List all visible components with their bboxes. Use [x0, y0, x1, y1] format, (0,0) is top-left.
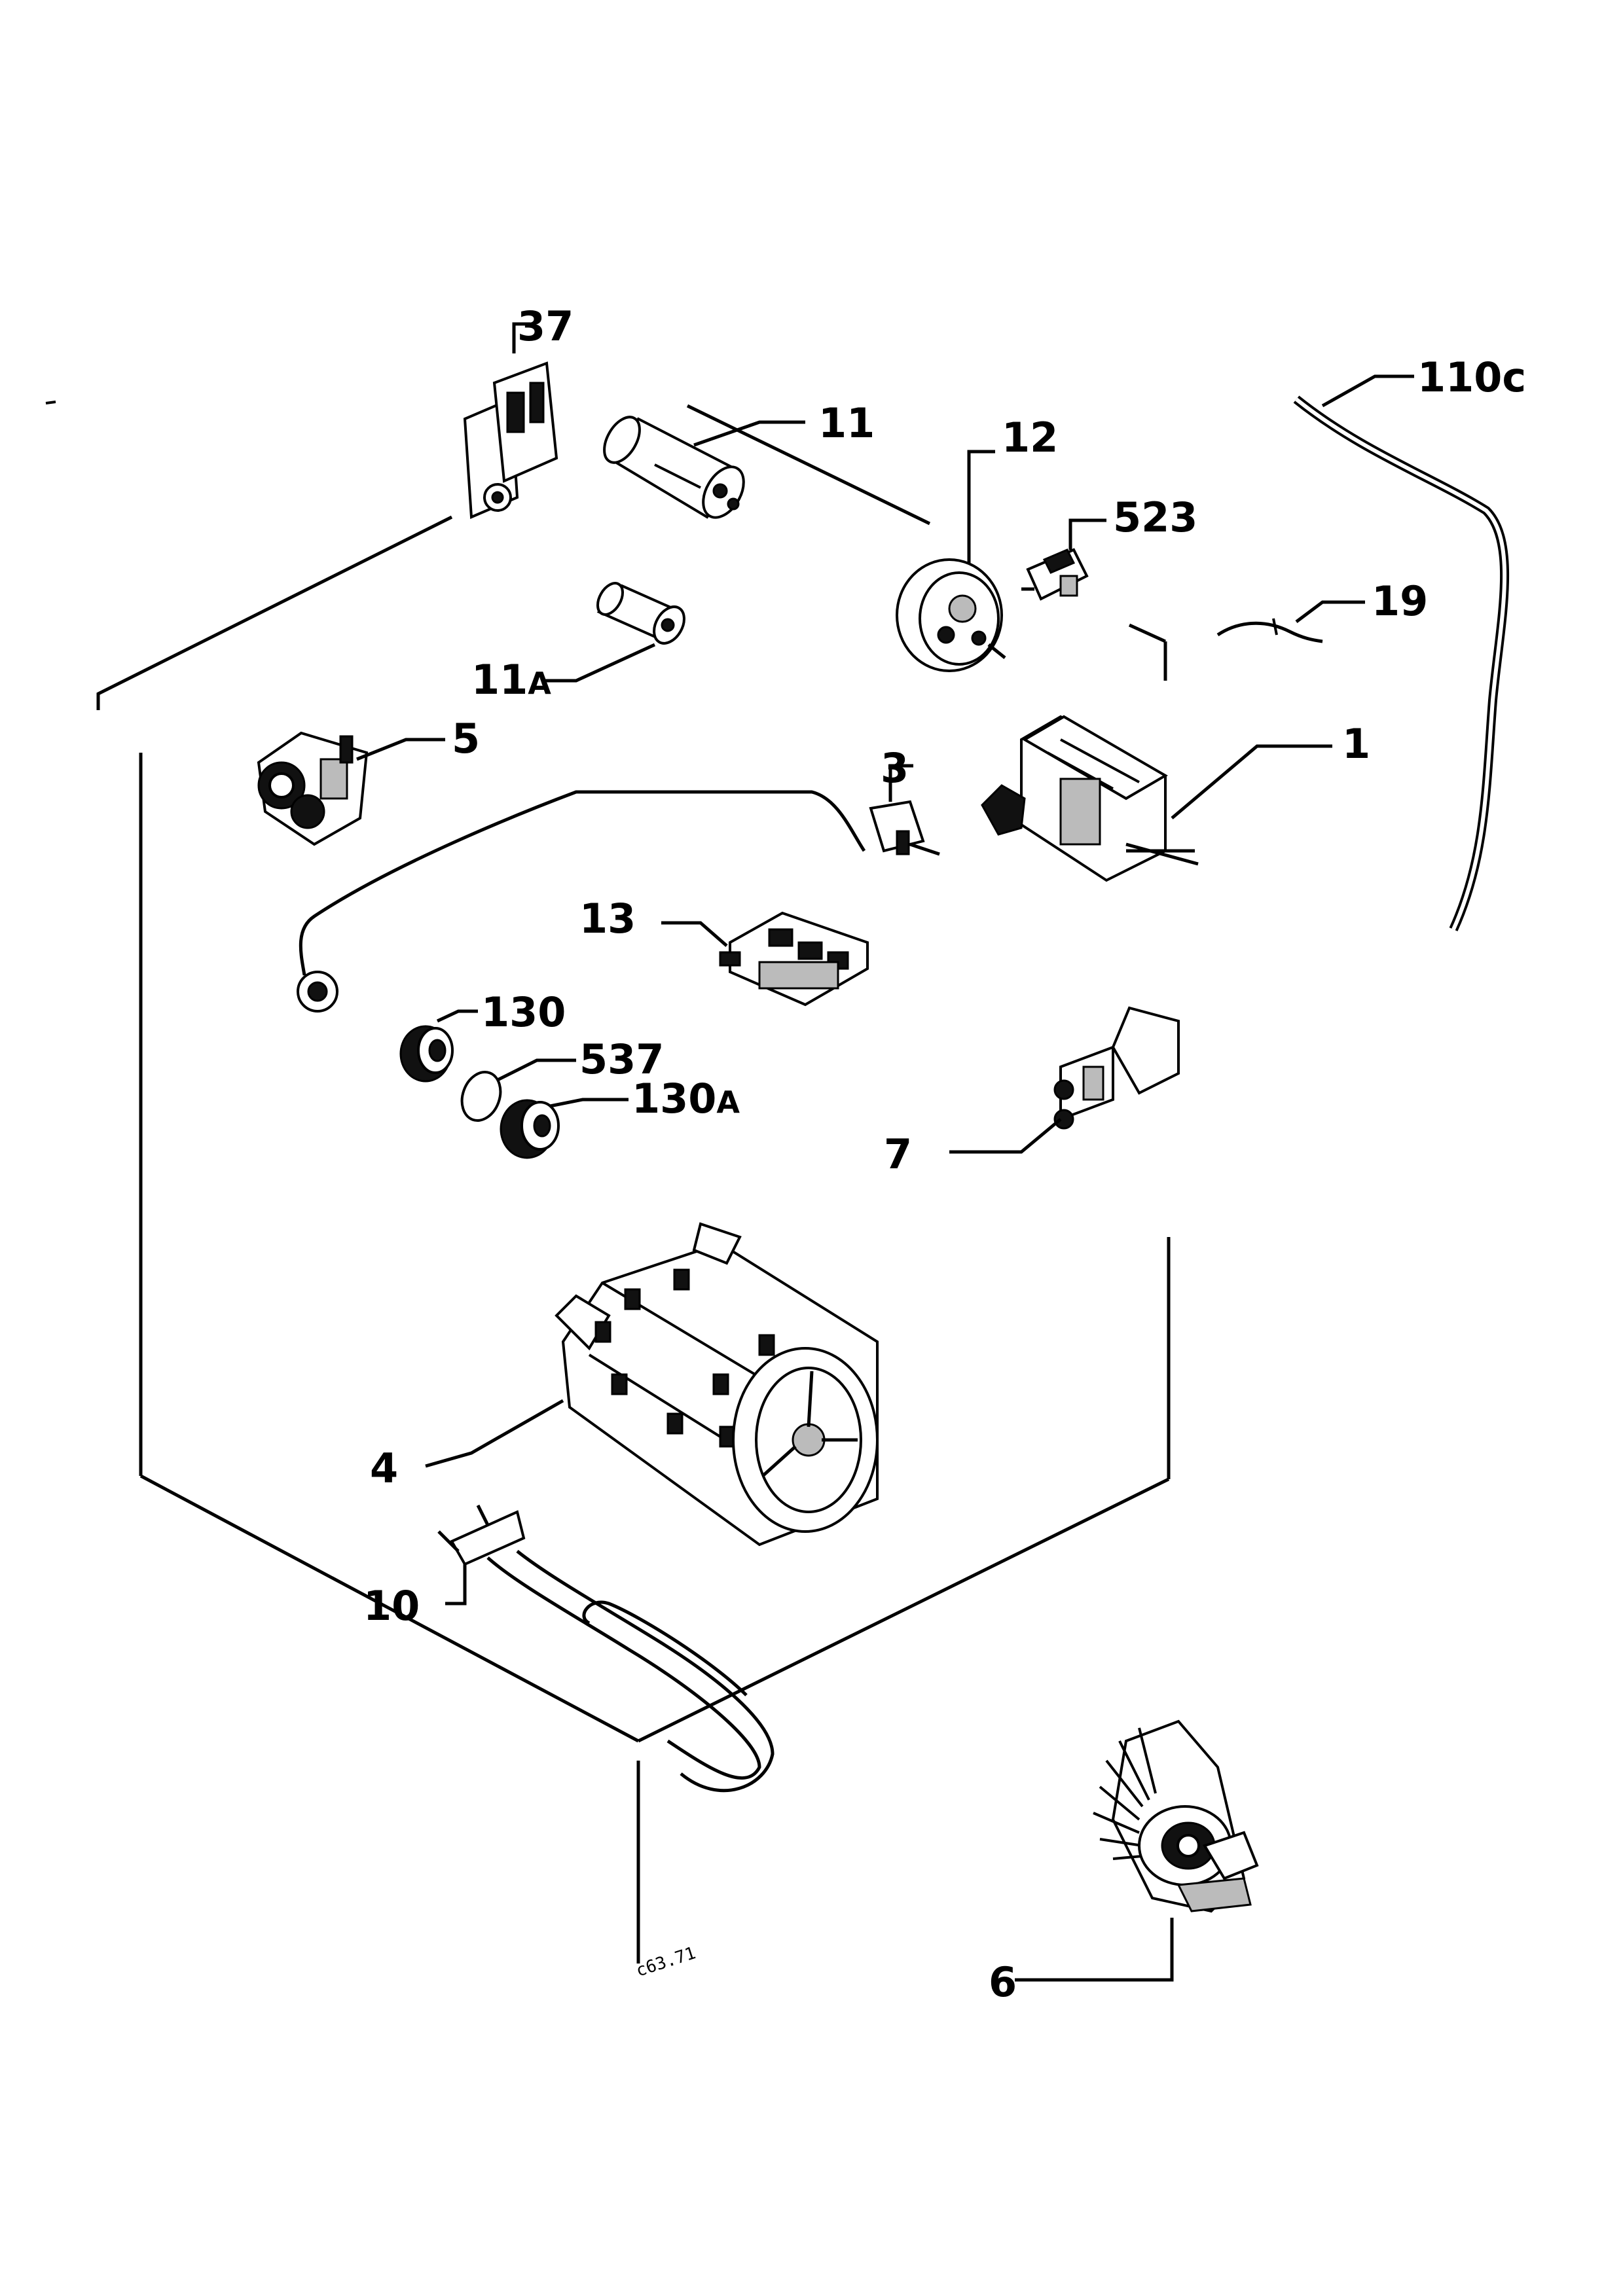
part-11a-capacitor — [543, 582, 685, 683]
part-4-motor — [425, 1222, 879, 1547]
label-1: 1 — [1342, 720, 1370, 768]
part-37-bracket — [463, 322, 558, 519]
label-37: 37 — [517, 302, 574, 350]
part-13-terminal-block — [661, 911, 869, 1007]
stray-mark — [45, 401, 56, 404]
part-130a-nozzle — [500, 1098, 629, 1159]
part-12-pressure-switch — [896, 450, 1006, 672]
label-6: 6 — [989, 1958, 1017, 2006]
drawing-code: c63.71 — [634, 1943, 699, 1981]
label-130a: 130A — [632, 1075, 740, 1122]
label-11: 11 — [818, 399, 875, 447]
label-5: 5 — [452, 715, 480, 762]
label-13: 13 — [579, 895, 636, 942]
label-3: 3 — [881, 744, 909, 792]
label-11a: 11A — [471, 656, 551, 704]
part-130-bellow — [399, 1009, 478, 1083]
cabinet-outline — [96, 404, 1171, 1964]
label-10: 10 — [363, 1582, 420, 1630]
label-4: 4 — [370, 1444, 398, 1492]
part-537-o-ring — [460, 1058, 576, 1122]
label-7: 7 — [884, 1130, 912, 1178]
part-3-thermostat — [297, 764, 940, 1013]
label-19: 19 — [1372, 577, 1428, 625]
part-11-capacitor — [603, 416, 805, 519]
part-110c-hose — [1293, 374, 1510, 931]
label-130: 130 — [481, 988, 566, 1036]
part-10-heater — [437, 1504, 775, 1793]
part-523-switch — [1021, 518, 1106, 601]
part-6-drain-pump — [1015, 1719, 1259, 1982]
label-537: 537 — [579, 1035, 664, 1083]
part-5-valve — [257, 731, 445, 846]
label-523: 523 — [1113, 493, 1197, 541]
label-12: 12 — [1002, 414, 1058, 461]
part-1-timer — [981, 715, 1332, 882]
part-19-clip — [1216, 600, 1365, 643]
label-110c: 110c — [1417, 353, 1526, 401]
part-7-filter — [949, 1006, 1180, 1154]
